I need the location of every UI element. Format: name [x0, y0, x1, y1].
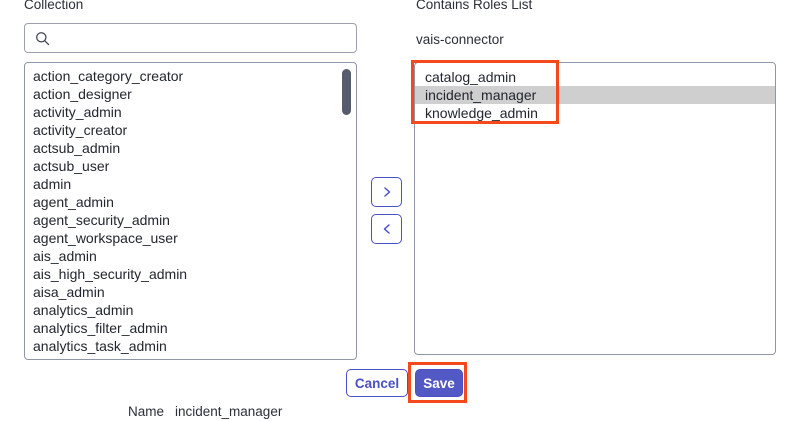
collection-option[interactable]: activity_admin — [33, 104, 122, 120]
collection-option[interactable]: activity_creator — [33, 122, 128, 138]
role-option[interactable]: incident_manager — [415, 86, 775, 104]
collection-option[interactable]: agent_workspace_user — [33, 230, 178, 246]
collection-option[interactable]: actsub_user — [33, 158, 110, 174]
role-option[interactable]: catalog_admin — [425, 69, 517, 85]
collection-option[interactable]: analytics_viewer — [25, 355, 356, 359]
collection-label: Collection — [24, 0, 84, 12]
search-input[interactable] — [56, 30, 348, 46]
collection-option[interactable]: analytics_task_admin — [33, 338, 167, 354]
collection-scrollbar-thumb[interactable] — [342, 69, 351, 115]
collection-option[interactable]: admin — [33, 176, 72, 192]
collection-option[interactable]: agent_security_admin — [33, 212, 170, 228]
contains-roles-list-label: Contains Roles List — [416, 0, 533, 12]
record-name-value: incident_manager — [175, 404, 283, 419]
collection-option[interactable]: actsub_admin — [33, 140, 121, 156]
move-left-button[interactable] — [371, 214, 402, 244]
chevron-right-icon — [381, 186, 393, 198]
record-name-label: Name — [128, 404, 165, 419]
connector-name: vais-connector — [416, 32, 504, 47]
save-button[interactable]: Save — [415, 369, 463, 397]
collection-option[interactable]: analytics_admin — [33, 302, 134, 318]
role-option[interactable]: knowledge_admin — [425, 105, 538, 121]
collection-scrollbar-track[interactable] — [342, 65, 354, 357]
collection-option[interactable]: ais_admin — [33, 248, 97, 264]
collection-option[interactable]: agent_admin — [33, 194, 114, 210]
collection-option[interactable]: analytics_filter_admin — [33, 320, 168, 336]
cancel-button[interactable]: Cancel — [346, 369, 408, 397]
collection-option[interactable]: action_designer — [33, 86, 132, 102]
collection-option[interactable]: action_category_creator — [33, 68, 184, 84]
search-icon — [35, 31, 50, 46]
collection-option[interactable]: ais_high_security_admin — [33, 266, 188, 282]
chevron-left-icon — [381, 223, 393, 235]
search-field-wrapper[interactable] — [24, 23, 357, 53]
move-right-button[interactable] — [371, 177, 402, 207]
collection-option[interactable]: aisa_admin — [33, 284, 105, 300]
